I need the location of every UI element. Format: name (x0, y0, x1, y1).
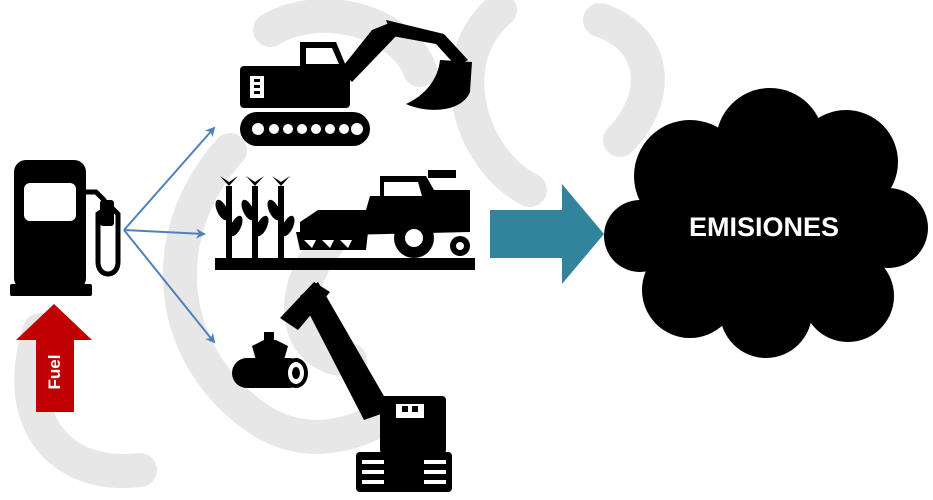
arrow-to-excavator (123, 126, 216, 231)
arrow-to-log-loader (123, 229, 216, 344)
arrow-to-harvester (123, 228, 206, 239)
big-arrow (490, 184, 604, 284)
log-loader-icon (232, 282, 452, 492)
excavator-icon (240, 20, 472, 146)
cloud-icon (604, 88, 928, 358)
fuel-label: Fuel (45, 355, 64, 390)
fuel-arrow (16, 304, 92, 412)
fuel-pump-icon (10, 160, 121, 296)
distribution-arrows (123, 126, 216, 344)
emissions-label: EMISIONES (689, 212, 839, 242)
corn-crops-icon (215, 176, 475, 270)
combine-harvester-icon (296, 170, 470, 258)
